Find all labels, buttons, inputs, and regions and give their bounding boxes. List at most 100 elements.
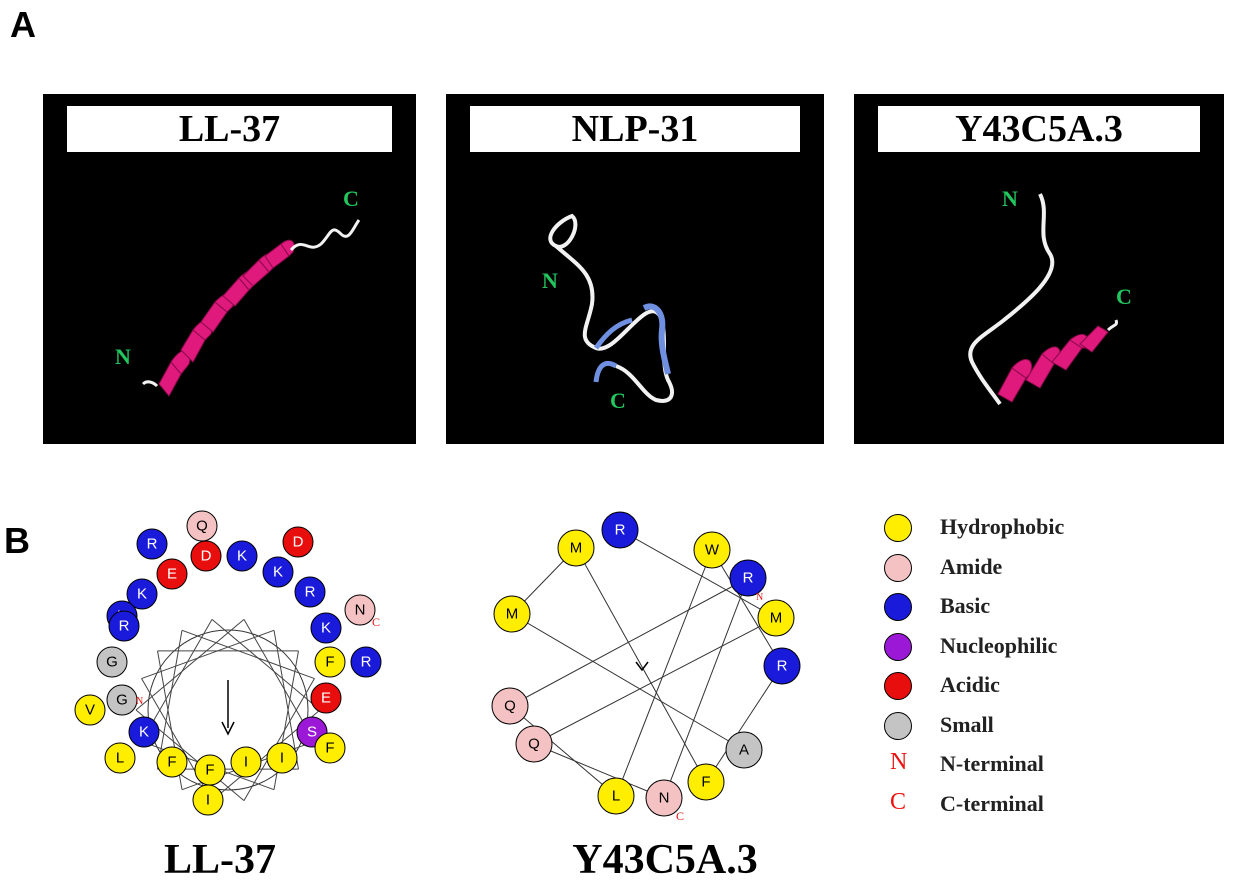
helix-connector-line [711, 549, 783, 667]
residue-R: R [601, 511, 639, 549]
residue-letter: K [273, 564, 283, 581]
residue-L: L [597, 777, 635, 815]
legend-swatch [884, 514, 912, 542]
residue-circle [757, 599, 795, 637]
legend-label: Hydrophobic [940, 514, 1065, 539]
residue-K: K [310, 612, 342, 644]
structure-panel-y43c5a3: Y43C5A.3 N C [854, 94, 1224, 444]
residue-circle [230, 746, 262, 778]
residue-circle [557, 529, 595, 567]
residue-F: F [687, 763, 725, 801]
residue-circle [96, 646, 128, 678]
residue-G: G [96, 646, 128, 678]
ll37-helical-wheel: QRDKDEKKRNKRKGFRGEVKSLFFIIFINC [74, 510, 382, 816]
residue-M: M [493, 595, 531, 633]
residue-Q: Q [515, 725, 553, 763]
residue-circle [226, 540, 258, 572]
residue-circle [515, 725, 553, 763]
helix-connector-line [663, 577, 749, 799]
residue-F: F [156, 746, 188, 778]
legend-swatch [884, 711, 912, 740]
legend-swatch [884, 553, 912, 582]
residue-letter: Q [504, 698, 516, 715]
helix-connector-line [533, 617, 777, 745]
residue-letter: F [205, 762, 214, 779]
residue-circle [74, 694, 106, 726]
residue-letter: I [206, 792, 210, 809]
residue-letter: R [743, 570, 754, 587]
residue-circle [645, 779, 683, 817]
residue-M: M [757, 599, 795, 637]
residue-letter: Q [528, 736, 540, 753]
structure-title: LL-37 [67, 106, 392, 152]
c-terminus-label: C [343, 186, 359, 211]
residue-circle [294, 576, 326, 608]
residue-D: D [282, 526, 314, 558]
residue-circle [282, 526, 314, 558]
residue-letter: M [770, 610, 783, 627]
residue-Q: Q [491, 687, 529, 725]
residue-circle [493, 595, 531, 633]
helix-connector-line [211, 619, 321, 711]
residue-V: V [74, 694, 106, 726]
residue-R: R [729, 559, 767, 597]
residue-R: R [108, 610, 140, 642]
residue-letter: L [116, 750, 124, 767]
residue-letter: R [147, 536, 158, 553]
panel-a-label: A [10, 4, 36, 45]
residue-letter: V [85, 702, 95, 719]
residue-letter: R [777, 658, 788, 675]
c-terminal-marker: C [676, 809, 684, 823]
residue-I: I [266, 742, 298, 774]
residue-letter: K [321, 620, 331, 637]
c-terminus-label: C [610, 388, 626, 413]
c-terminus-label: C [1116, 284, 1132, 309]
residue-letter: D [201, 548, 212, 565]
helix-connector-line [705, 665, 783, 783]
residue-letter: R [119, 618, 130, 635]
y43c5a3-structure-render: N C [968, 186, 1132, 406]
residue-circle [156, 746, 188, 778]
residue-A: A [725, 731, 763, 769]
residue-circle [491, 687, 529, 725]
residue-letter: R [305, 584, 316, 601]
residue-E: E [310, 682, 342, 714]
residue-letter: W [705, 542, 720, 559]
residue-circle [156, 558, 188, 590]
residue-K: K [262, 556, 294, 588]
residue-letter: F [701, 774, 710, 791]
residue-circle [192, 784, 224, 816]
residue-K: K [128, 716, 160, 748]
residue-circle [350, 646, 382, 678]
c-terminal-marker: C [372, 615, 380, 629]
residue-circle [314, 646, 346, 678]
helix-connector-line [141, 629, 275, 680]
n-terminus-label: N [1002, 186, 1018, 211]
nlp31-structure-render: N C [542, 213, 674, 413]
residue-letter: N [355, 602, 366, 619]
residue-circle [186, 510, 218, 542]
residue-circle [597, 777, 635, 815]
legend-swatch [884, 632, 912, 661]
helix-ring [147, 629, 309, 791]
helix-connector-line [135, 619, 245, 711]
legend-label: N-terminal [940, 751, 1044, 776]
structure-title: Y43C5A.3 [878, 106, 1200, 152]
residue-F: F [194, 754, 226, 786]
residue-letter: I [280, 750, 284, 767]
n-terminus-label: N [542, 268, 558, 293]
residue-circle [136, 528, 168, 560]
residue-circle [687, 763, 725, 801]
residue-circle [310, 682, 342, 714]
legend-label: Nucleophilic [940, 632, 1058, 658]
residue-letter: K [237, 548, 247, 565]
helix-connector-line [533, 743, 665, 799]
ll37-wheel-title: LL-37 [163, 837, 276, 883]
structure-panel-ll37: LL-37 C N [43, 94, 416, 444]
n-terminal-marker: N [136, 696, 143, 707]
residue-R: R [136, 528, 168, 560]
helix-connector-line [157, 630, 183, 770]
residue-letter: Q [196, 518, 208, 535]
residue-R: R [350, 646, 382, 678]
